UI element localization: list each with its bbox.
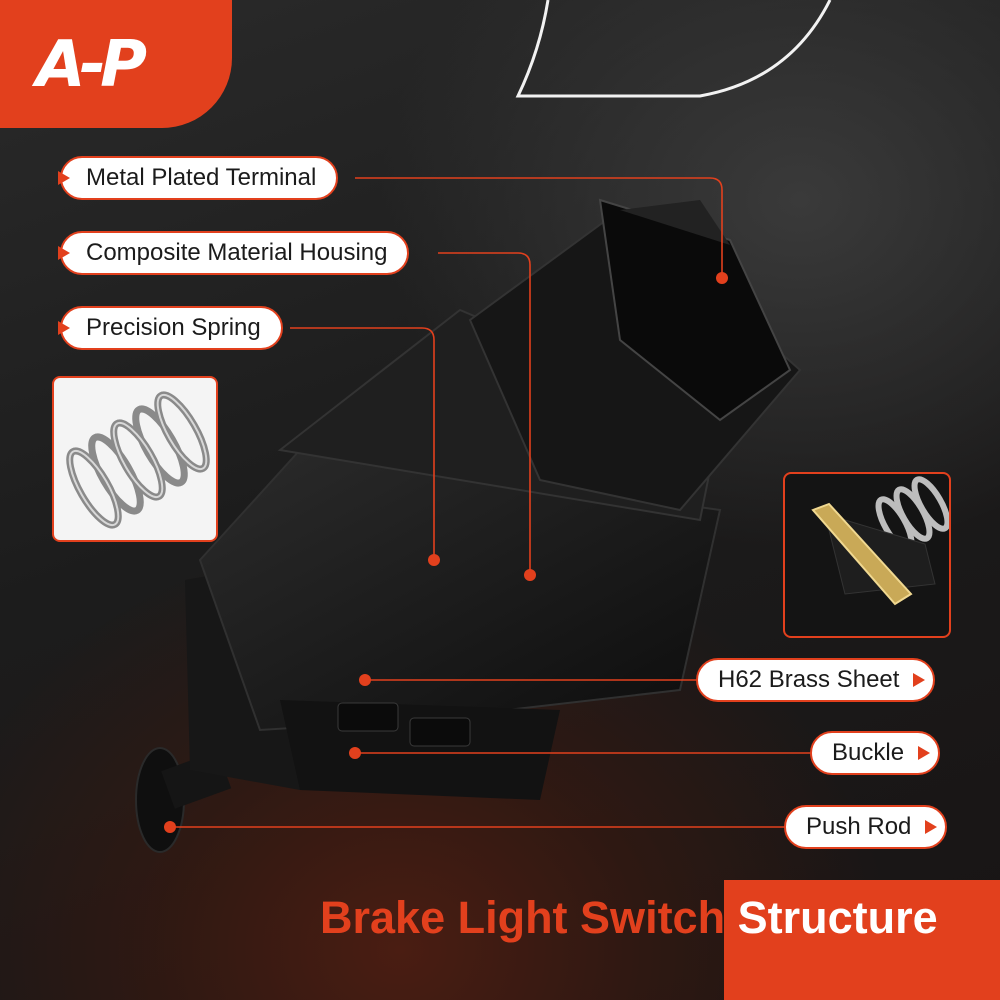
callout-marker-icon [58,321,70,335]
callout-label: Push Rod [806,813,912,840]
title-part-2: Structure [737,892,938,943]
brass-sheet-icon [811,476,949,606]
callout-label: Metal Plated Terminal [86,164,317,191]
callout-h62-brass-sheet: H62 Brass Sheet [696,658,936,702]
callout-marker-icon [913,673,926,687]
callout-buckle: Buckle [810,731,941,775]
callout-composite-housing: Composite Material Housing [58,231,410,275]
title-part-1: Brake Light Switch [320,892,726,943]
callout-metal-plated-terminal: Metal Plated Terminal [58,156,339,200]
callout-label: Composite Material Housing [86,239,388,266]
spring-icon [66,391,210,529]
callout-marker-icon [58,246,70,260]
page-title: Brake Light Switch Structure [320,892,938,944]
brand-logo-block: A-P [0,0,232,128]
callout-label: Buckle [832,739,905,766]
callout-push-rod: Push Rod [784,805,948,849]
callout-marker-icon [925,820,938,834]
logo-icon: A-P [36,28,147,102]
callout-marker-icon [918,746,931,760]
callout-marker-icon [58,171,70,185]
title-accent-band [724,880,1000,1000]
callout-label: H62 Brass Sheet [718,666,900,693]
callout-label: Precision Spring [86,314,261,341]
spring-inset [52,376,218,542]
brass-sheet-inset [783,472,951,638]
callout-precision-spring: Precision Spring [58,306,283,350]
